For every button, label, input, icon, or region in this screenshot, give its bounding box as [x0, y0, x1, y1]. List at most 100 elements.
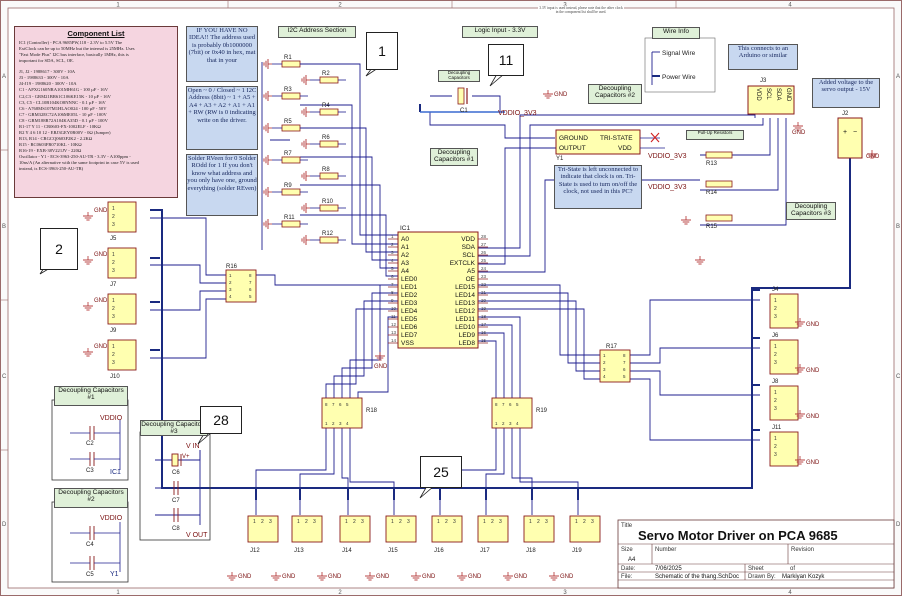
arduino-note-text: This connects to an Arduino or similar: [737, 45, 789, 60]
frame-col-label-top: 2: [338, 3, 342, 9]
ic1-pin-number: 5: [391, 266, 394, 271]
svg-text:2: 2: [774, 398, 777, 404]
component-list-line: Oscillator - Y1 - ECS-3963-250-AU-TR - 3…: [19, 154, 131, 160]
svg-text:3: 3: [499, 519, 502, 525]
resistor-r9[interactable]: R9: [272, 183, 308, 196]
resistor-r12[interactable]: R12: [310, 231, 346, 244]
ic1-pin-number: 18: [481, 314, 487, 319]
connector-j2[interactable]: J2 + −: [837, 111, 863, 159]
solder-note-text: Solder RVeen for 0 Solder ROdd for 1 If …: [187, 155, 257, 192]
revision-label: Revision: [791, 547, 814, 553]
connector-j3[interactable]: J3 VDD SCL SDA GND: [747, 78, 795, 115]
ic1-pin-right-sda: SDA: [462, 244, 476, 251]
component-list-line: C3, C5 - CL10B104KO8NNNC - 0.1 µF - 16V: [19, 99, 106, 105]
resistor-array-r16-ref: R16: [226, 264, 238, 270]
component-list-line: important for SDA, SCL, OE.: [19, 58, 74, 64]
net-y1-dc2: Y1: [110, 571, 119, 578]
servo-voltage-note: Added voltage to the servo output - 15V: [812, 78, 880, 108]
connector-j10-ref: J10: [110, 374, 120, 380]
ic1-pin-number: 14: [391, 338, 397, 343]
marker-11: 11: [488, 44, 524, 76]
svg-text:1: 1: [345, 519, 348, 525]
resistor-r8[interactable]: R8: [310, 167, 346, 180]
svg-text:3: 3: [112, 314, 115, 320]
ic1-pin-left-led5: LED5: [401, 316, 418, 323]
j2-ref: J2: [842, 111, 849, 117]
marker-1: 1: [366, 32, 398, 70]
oscillator-y1[interactable]: GROUND OUTPUT TRI-STATE VDD Y1: [555, 129, 665, 162]
resistor-r7[interactable]: R7: [272, 151, 308, 164]
svg-text:8: 8: [249, 273, 252, 278]
resistor-r5[interactable]: R5: [272, 119, 308, 132]
resistor-r15[interactable]: R15: [705, 214, 733, 230]
ic1-pin-left-led4: LED4: [401, 308, 418, 315]
svg-text:2: 2: [261, 519, 264, 525]
capacitor-c1[interactable]: C1: [457, 87, 468, 114]
ic1-pin-number: 21: [481, 290, 487, 295]
resistor-ref: R5: [284, 119, 292, 125]
connector-j19-ref: J19: [572, 548, 582, 554]
svg-text:2: 2: [537, 519, 540, 525]
ic1-pin-right-led15: LED15: [455, 284, 475, 291]
connector-j7-ref: J7: [110, 282, 117, 288]
ground-label: GND: [806, 368, 820, 374]
resistor-r11[interactable]: R11: [272, 215, 308, 228]
connector-layer: 123J5123J7123J9123J10123J4123J6123J8123J…: [107, 201, 799, 554]
resistor-r10[interactable]: R10: [310, 199, 346, 212]
component-list-line: instead, is ECS-3963-250-AU-TR): [19, 166, 84, 172]
resistor-r1[interactable]: R1: [272, 55, 308, 68]
sheet-of-label: of: [790, 566, 795, 572]
component-list-line: J1, J2 - 1988617 - 300V - 10A: [19, 69, 76, 75]
ic1-pin-number: 13: [391, 330, 397, 335]
net-vdd33-r13: VDDIO_3V3: [648, 153, 687, 160]
resistor-r14[interactable]: R14: [705, 180, 733, 196]
component-list-panel: Component List IC1 (Controller) - PCA 96…: [14, 26, 178, 198]
resistor-r6[interactable]: R6: [310, 135, 346, 148]
connector-j11-ref: J11: [772, 425, 782, 431]
resistor-r4[interactable]: R4: [310, 103, 346, 116]
svg-text:1: 1: [774, 298, 777, 304]
resistor-r3[interactable]: R3: [272, 87, 308, 100]
ic1-pin-number: 6: [391, 274, 394, 279]
ground-label: GND: [806, 322, 820, 328]
connector-j8-ref: J8: [772, 379, 779, 385]
decoupling-c1-tag: Decoupling Capacitors: [438, 70, 480, 82]
resistor-r13[interactable]: R13: [705, 151, 733, 167]
component-list-line: J3 - 1988633 - 300V - 10A: [19, 75, 69, 81]
tristate-note: Tri-State is left unconnected to indicat…: [554, 165, 642, 209]
address-help-note: IF YOU HAVE NO IDEA!! The address used i…: [186, 26, 258, 82]
frame-col-label-bottom: 2: [338, 590, 342, 596]
ic1-pin-number: 27: [481, 242, 487, 247]
c7-ref: C7: [172, 498, 180, 504]
i2c-section-tag: I2C Address Section: [278, 26, 356, 38]
frame-row-label-right: D: [896, 522, 901, 528]
connector-j12-ref: J12: [250, 548, 260, 554]
resistor-array-r17-ref: R17: [606, 344, 618, 350]
svg-text:2: 2: [583, 519, 586, 525]
ic1-pin-left-vss: VSS: [401, 340, 415, 347]
title-block: Title Servo Motor Driver on PCA 9685 Siz…: [617, 519, 895, 589]
resistor-r2[interactable]: R2: [310, 71, 346, 84]
ic1-pin-right-led13: LED13: [455, 300, 475, 307]
